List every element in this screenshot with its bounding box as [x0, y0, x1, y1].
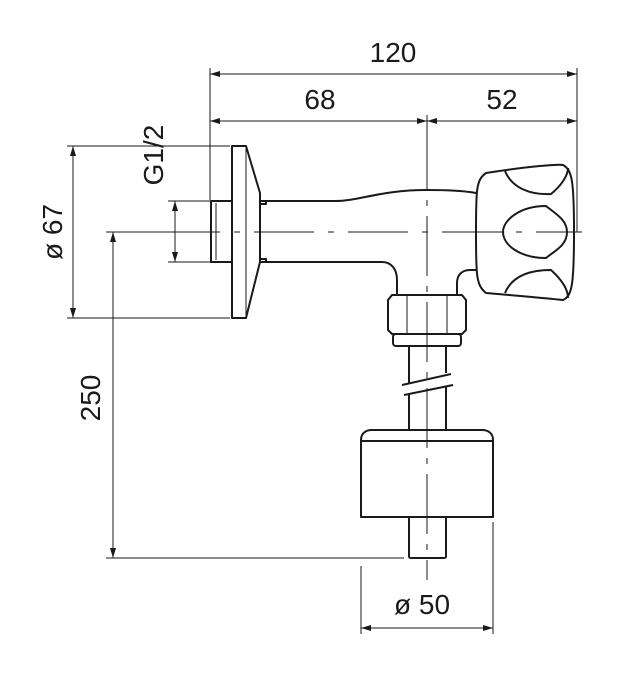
- dim-52-label: 52: [486, 84, 517, 115]
- dimension-height: 250: [75, 231, 404, 559]
- handwheel-knob: [475, 163, 575, 301]
- dimension-thread: G1/2: [138, 125, 212, 263]
- dim-68-label: 68: [304, 84, 335, 115]
- bell-float: [360, 429, 494, 518]
- dim-120-label: 120: [370, 37, 417, 68]
- hex-nut: [387, 294, 467, 347]
- dimension-float-diameter: ø 50: [360, 522, 494, 634]
- dimension-flange-diameter: ø 67: [37, 145, 230, 319]
- dimension-horizontal-top: 120 68 52: [209, 37, 578, 232]
- float-assembly: [360, 346, 494, 559]
- dim-250-label: 250: [75, 375, 106, 422]
- dim-67-label: ø 67: [37, 204, 68, 260]
- dim-thread-label: G1/2: [138, 125, 169, 186]
- dim-50-label: ø 50: [394, 589, 450, 620]
- valve-body: [210, 145, 477, 319]
